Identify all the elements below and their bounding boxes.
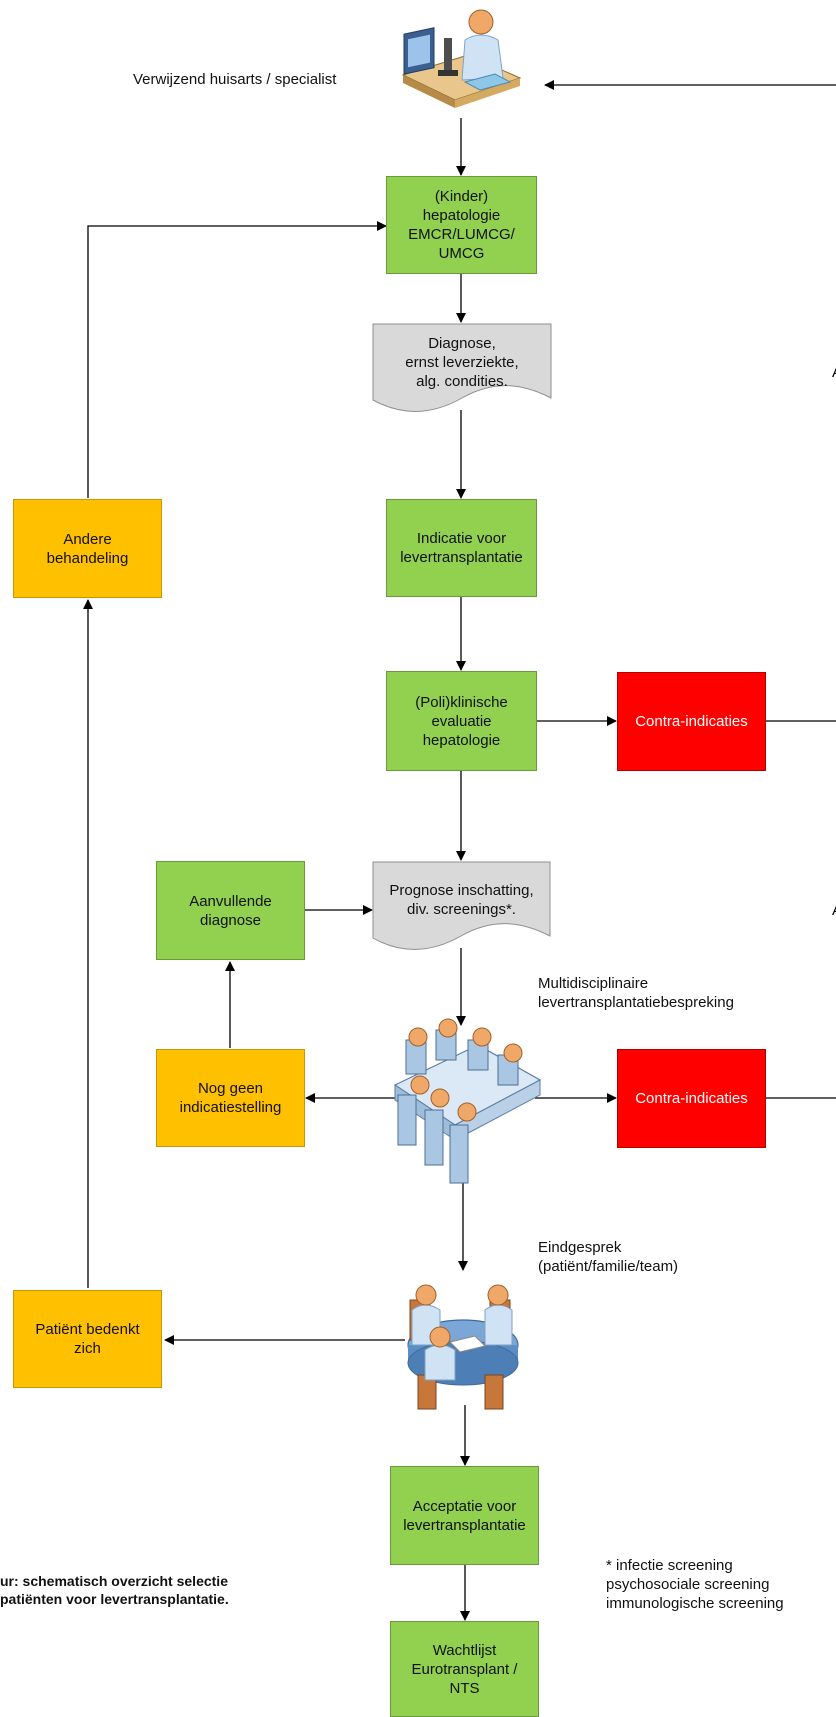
team-meeting-icon — [393, 1018, 542, 1184]
svg-text:A: A — [832, 902, 836, 919]
referrer-label: Verwijzend huisarts / specialist — [133, 71, 337, 88]
eindgesprek-label: Eindgesprek (patiënt/familie/team) — [538, 1239, 679, 1275]
mdo-label: Multidisciplinaire levertransplantatiebe… — [538, 975, 734, 1011]
doctor-at-desk-icon — [401, 9, 522, 108]
andere-behandeling-box[interactable]: Andere behandeling — [13, 499, 162, 598]
prognose-document[interactable]: Prognose inschatting, div. screenings*. — [389, 882, 534, 918]
patient-bedenkt-zich-box[interactable]: Patiënt bedenkt zich — [13, 1290, 162, 1388]
round-table-meeting-icon — [407, 1284, 519, 1410]
contra-indicaties-box-1[interactable]: Contra-indicaties — [617, 672, 766, 771]
svg-text:A: A — [832, 364, 836, 381]
hepatologie-box[interactable]: (Kinder) hepatologie EMCR/LUMCG/ UMCG — [386, 176, 537, 274]
figure-caption: ur: schematisch overzicht selectie patië… — [0, 1573, 229, 1607]
acceptatie-box[interactable]: Acceptatie voor levertransplantatie — [390, 1466, 539, 1565]
aanvullende-diagnose-box[interactable]: Aanvullende diagnose — [156, 861, 305, 960]
screening-footnote: * infectie screening psychosociale scree… — [606, 1557, 784, 1612]
wachtlijst-box[interactable]: Wachtlijst Eurotransplant / NTS — [390, 1621, 539, 1717]
nog-geen-indicatiestelling-box[interactable]: Nog geen indicatiestelling — [156, 1049, 305, 1147]
diagnose-document[interactable]: Diagnose, ernst leverziekte, alg. condit… — [405, 334, 519, 390]
contra-indicaties-box-2[interactable]: Contra-indicaties — [617, 1049, 766, 1148]
poli-evaluatie-box[interactable]: (Poli)klinische evaluatie hepatologie — [386, 671, 537, 771]
indicatie-box[interactable]: Indicatie voor levertransplantatie — [386, 499, 537, 597]
